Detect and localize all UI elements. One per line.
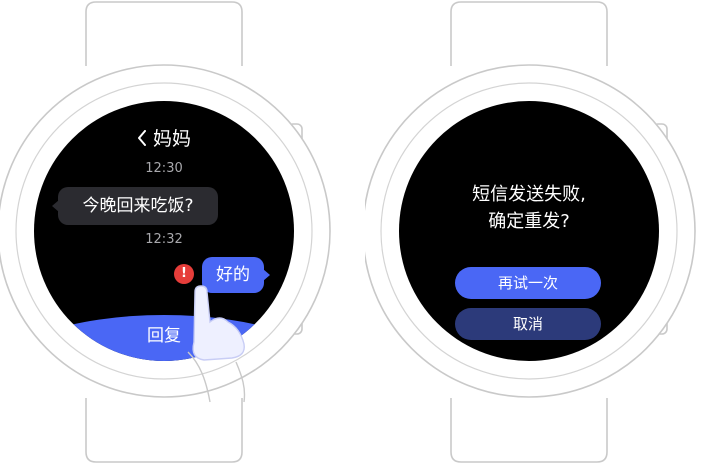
back-chevron-icon[interactable]	[137, 128, 147, 152]
incoming-message-bubble[interactable]: 今晚回来吃饭?	[52, 187, 218, 225]
watch-dialog: 短信发送失败, 确定重发? 再试一次 取消	[365, 0, 705, 465]
tap-hand-icon	[187, 285, 246, 403]
dialog-line: 确定重发?	[488, 211, 570, 232]
dialog-line: 短信发送失败,	[472, 184, 586, 205]
message-timestamp: 12:30	[145, 161, 183, 176]
outgoing-message-bubble[interactable]: 好的	[202, 257, 270, 293]
chat-header: 妈妈	[34, 127, 294, 152]
watch-screen: 短信发送失败, 确定重发? 再试一次 取消	[399, 101, 659, 361]
retry-button[interactable]: 再试一次	[455, 267, 601, 299]
reply-button-label: 回复	[147, 326, 181, 346]
watch-chat: 妈妈 12:30 今晚回来吃饭? 12:32 ! 好的 回复	[0, 0, 340, 465]
contact-name: 妈妈	[152, 128, 191, 150]
resend-dialog-message: 短信发送失败, 确定重发?	[399, 181, 659, 235]
reply-button[interactable]	[34, 315, 294, 361]
send-failed-icon[interactable]: !	[174, 264, 194, 284]
cancel-button[interactable]: 取消	[455, 308, 601, 340]
watch-screen: 妈妈 12:30 今晚回来吃饭? 12:32 ! 好的 回复	[34, 101, 294, 361]
message-timestamp: 12:32	[145, 232, 183, 247]
